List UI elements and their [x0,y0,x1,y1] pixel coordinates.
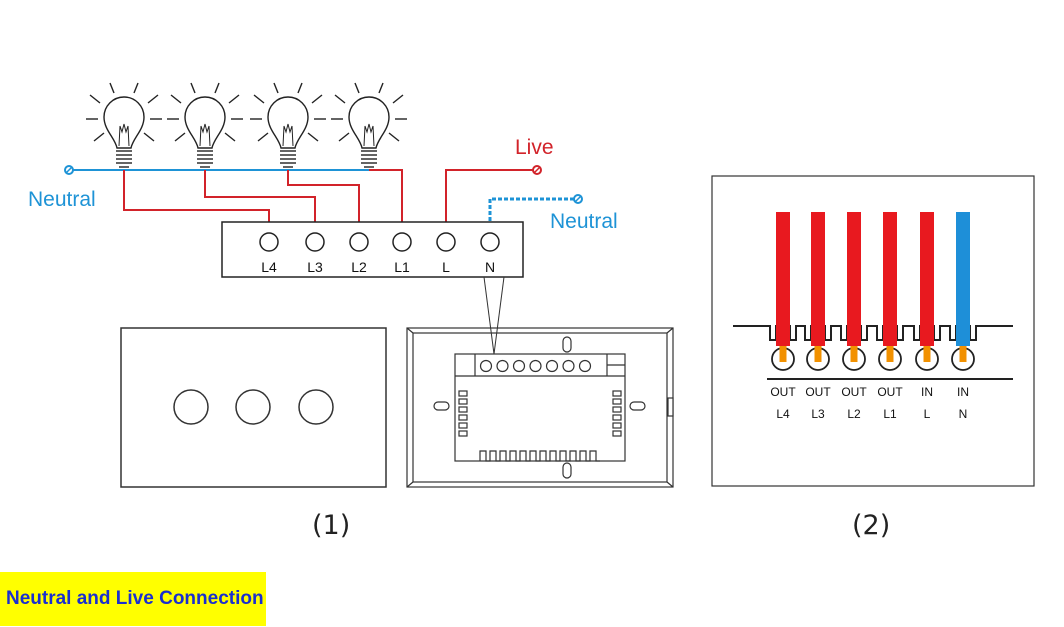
neutral-label-right: Neutral [550,210,618,233]
title-banner: Neutral and Live Connection [0,572,266,626]
back-terminal [562,359,575,373]
wire-l4 [771,212,795,371]
terminal-label: L4 [261,259,277,275]
wire-type-label: OUT [770,385,796,399]
banner-text: Neutral and Live Connection [6,588,264,609]
switch-buttons [173,389,334,425]
back-terminal [578,359,592,373]
terminal-block-wires: OUT L4 OUT L3 OUT L2 OUT L1 IN L IN N [770,212,975,421]
switch-button-icon [235,389,271,425]
terminal-block-outline [733,325,1013,341]
terminal-l2 [349,232,369,252]
live-endpoint [532,165,542,175]
caption-diagram-1: (1) [312,510,351,541]
terminal-label: L3 [307,259,323,275]
wire-terminal-label: L1 [883,407,897,421]
wire-type-label: IN [957,385,969,399]
back-terminal [512,359,526,373]
wire-l1 [878,212,902,371]
wire-type-label: IN [921,385,933,399]
switch-button-icon [173,389,209,425]
callout-lines [483,276,505,355]
light-bulbs [86,82,407,168]
neutral-label-left: Neutral [28,188,96,211]
terminal-label: N [485,259,495,275]
terminal-l3 [305,232,325,252]
neutral-bus [64,165,372,175]
neutral-n-wire [488,194,583,233]
terminal-l4 [259,232,279,252]
light-bulb-icon [86,82,162,168]
light-bulb-icon [250,82,326,168]
back-terminal [479,359,493,373]
terminal-l1 [392,232,412,252]
wire-terminal-label: L4 [776,407,790,421]
switch-button-icon [298,389,334,425]
back-terminal [496,359,509,373]
live-wires [123,169,533,233]
wire-type-label: OUT [805,385,831,399]
wire-terminal-label: L [924,407,931,421]
caption-diagram-2: (2) [852,510,891,541]
wire-terminal-label: N [959,407,968,421]
back-terminal [529,359,542,373]
wire-type-label: OUT [877,385,903,399]
terminal-label: L1 [394,259,410,275]
wire-terminal-label: L2 [847,407,861,421]
terminal-label: L2 [351,259,367,275]
wire-terminal-label: L3 [811,407,825,421]
wire-l2 [842,212,866,371]
light-bulb-icon [167,82,243,168]
terminal-block-panel [711,175,1035,487]
light-bulb-icon [331,82,407,168]
back-terminal [545,359,559,373]
terminal-l [436,232,456,252]
wire-type-label: OUT [841,385,867,399]
terminal-label: L [442,259,450,275]
switch-back-panel [406,327,674,488]
terminal-strip-terminals: L4 L3 L2 L1 L N [259,232,500,275]
wire-l3 [806,212,830,371]
wire-l [915,212,939,371]
terminal-n [480,232,500,252]
wire-n [951,212,975,371]
live-label: Live [515,136,554,159]
